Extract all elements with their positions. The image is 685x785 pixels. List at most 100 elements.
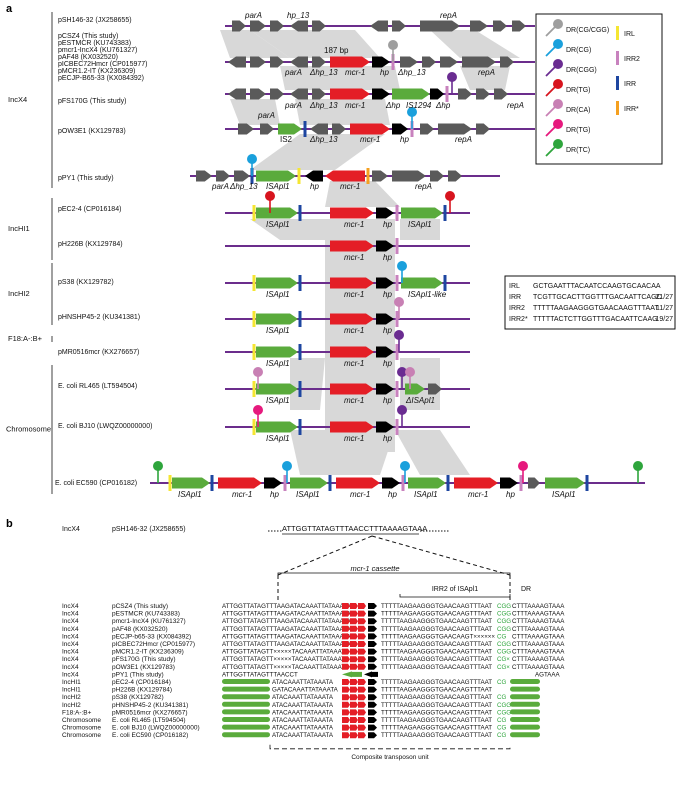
row-right-seq: TTTTTAAGAAGGGTGAACAAGTTTAAT [381,709,492,716]
gene-arrow [270,20,284,32]
mcr1-label: mcr-1 [344,290,364,299]
gene-arrow [372,170,388,182]
row-group: IncHI1 [62,687,81,694]
gene-arrow [216,170,230,182]
repA-label: repA [478,68,495,77]
irr-bar [443,275,447,291]
hp-arrow [372,88,390,100]
repA-label: repA [440,11,457,20]
mcr1-arrow [358,656,366,663]
row-dr-seq: CG× [497,664,510,671]
mcr1-arrow [330,383,374,395]
hp-arrow [382,477,400,489]
mcr1-label: mcr-1 [344,220,364,229]
isapl1-arrow [256,170,296,182]
mcr1-arrow [342,717,350,723]
band-13 [290,430,395,475]
row-left-seq: ATACAAATTATAAATA [272,732,334,739]
irr-bar [298,205,302,221]
row-left-seq: GATACAAATTATAAATA [272,687,339,694]
row-right-seq: TTTTTAAGAAGGGTGAACAAGTTTAAT [381,611,492,618]
irr2-bar [519,475,523,491]
band-2 [430,30,520,58]
repA-arrow [420,20,460,32]
isapl1-arrow [342,671,352,678]
group-name: IncHI2 [8,289,30,298]
ir-seq: TTTTTACTCTTGGTTTGACAATTCAAG [533,316,658,323]
mcr1-arrow [350,686,358,693]
row-plasmid: pAF48 (KX032520) [112,626,168,633]
irr-bar [298,419,302,435]
ir-name: IRR2 [509,305,525,312]
band-10 [250,219,325,240]
row-plasmid: pESTMCR (KU743383) [112,611,180,618]
dr-pin-extra [405,367,415,377]
row-right-seq: TTTTTAAGAAGGGTGAACAAGTTTAAT [381,618,492,625]
row-plasmid: pOW3E1 (KX129783) [112,664,175,671]
mcr1-arrow [350,709,358,716]
gene-arrow [250,56,266,68]
irr-bar [446,475,450,491]
isapl1-bar [510,694,540,700]
band-8 [325,181,400,207]
row-dr-seq: CGG [497,618,511,625]
mcr1-arrow [218,477,262,489]
gene-arrow [290,56,308,68]
hp-label: hp [506,490,515,499]
row-left-seq: ATTGGTTATAGTT×××××TACAAATTATAAATA [222,649,350,656]
irr-bar [298,311,302,327]
mcr1-arrow [342,641,350,647]
mcr1-label: mcr-1 [344,253,364,262]
hp-arrow [368,709,377,716]
ir-table [504,275,676,330]
dr-pin [153,461,163,471]
row-group: Chromosome [62,725,101,732]
plasmid-name: pCSZ4 (This study) [58,33,118,40]
hp-arrow [368,724,377,731]
dr-pin-right [445,191,455,201]
mcr1-arrow [358,679,366,685]
legend-item-label: DR(CA) [566,107,591,114]
irl-bar [252,311,256,327]
mcr1-arrow [342,610,350,617]
plasmid-name: pmcr1-IncX4 (KU761327) [58,47,137,54]
isapl1-label: ISApl1 [414,490,438,499]
disapl1-label: ΔISApl1 [405,396,435,405]
gene-arrow [476,123,490,135]
gene-arrow [422,56,436,68]
gene-arrow [500,56,514,68]
hp-label: hp [383,326,392,335]
homology-shading [220,30,520,475]
dr-pin-right [394,297,404,307]
legend-pin-icon [553,39,563,49]
mcr1-arrow [330,421,374,433]
mcr1-arrow [350,603,358,609]
row-left-seq: ATTGGTTATAGTTTAAGATACAAATTATAAATA [222,603,352,610]
hp-label: hp [310,182,319,191]
mcr1-arrow [358,701,366,708]
hp-label: hp [380,68,389,77]
irr-bar [303,121,307,137]
ir-score: 11/27 [656,305,673,312]
gene-arrow [312,56,326,68]
row-left-seq: ATTGGTTATAGTT×××××TACAAATTATAAATA [222,656,350,663]
isapl1-arrow [256,421,298,433]
row-plasmid: pPY1 (This study) [112,671,164,678]
hp-label: hp [383,220,392,229]
irl-bar [252,205,256,221]
gene-arrow [228,56,246,68]
isapl1-bar [510,724,540,730]
row-end-seq: CTTTAAAAGTAAA [512,618,565,625]
legend-items: DR(CG/CGG)DR(CG)DR(CGG)DR(TG)DR(CA)DR(TG… [545,19,640,157]
mcr1-arrow [342,732,350,739]
irl-bar [252,419,256,435]
irl-bar [252,344,256,360]
gene-arrow [270,88,284,100]
row-plasmid: pECJP-b65-33 (KX084392) [112,633,191,640]
plasmid-name: pAF48 (KX032520) [58,54,118,61]
row-group: IncX4 [62,618,79,625]
gene-arrow [312,88,326,100]
hp-label: hp [383,253,392,262]
isapl1-arrow [256,313,298,325]
gene-arrow [528,477,540,489]
